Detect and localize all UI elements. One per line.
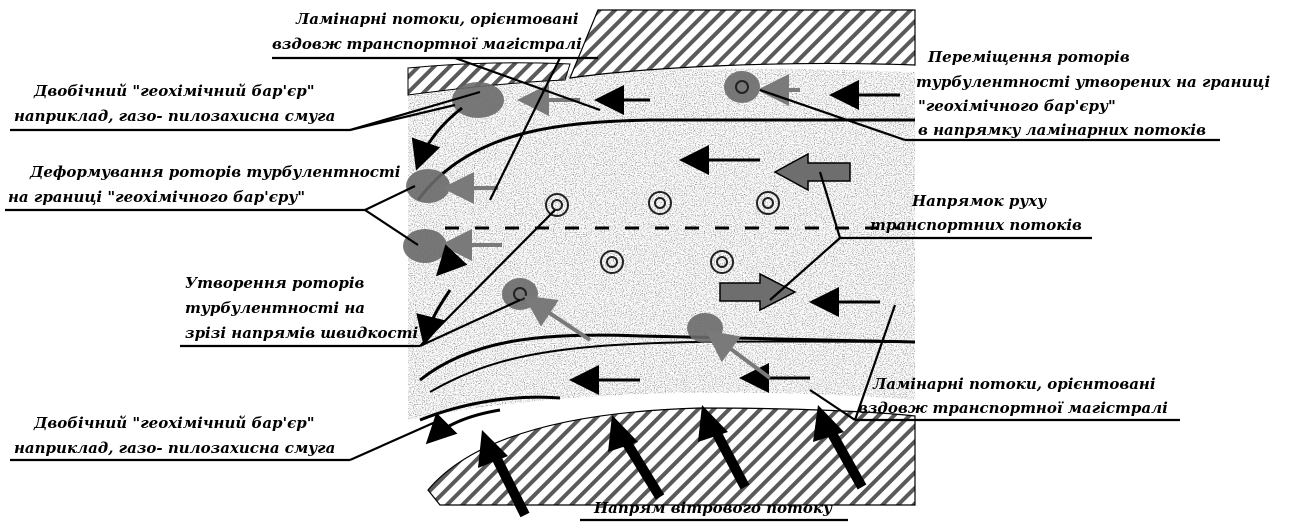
- label-laminar-top-1: Ламінарні потоки, орієнтовані: [295, 10, 579, 28]
- label-rotor-move-1: Переміщення роторів: [927, 48, 1130, 66]
- label-barrier-top-2: наприклад, газо- пилозахисна смуга: [14, 107, 335, 125]
- label-barrier-bot-2: наприклад, газо- пилозахисна смуга: [14, 439, 335, 457]
- label-deform-2: на границі "геохімічного бар'єру": [8, 188, 305, 206]
- label-rotor-form-1: Утворення роторів: [185, 274, 365, 292]
- label-rotor-form-3: зрізі напрямів швидкості: [185, 324, 418, 342]
- label-traffic-dir-2: транспортних потоків: [870, 216, 1082, 234]
- label-rotor-move-3: "геохімічного бар'єру": [918, 97, 1116, 115]
- top-barrier-hatch: [570, 10, 915, 78]
- label-barrier-bot-1: Двобічний "геохімічний бар'єр": [33, 414, 315, 432]
- label-rotor-form-2: турбулентності на: [185, 299, 365, 317]
- label-deform-1: Деформування роторів турбулентності: [29, 163, 401, 181]
- label-laminar-top-2: вздовж транспортної магістралі: [272, 35, 582, 53]
- label-barrier-top-1: Двобічний "геохімічний бар'єр": [33, 82, 315, 100]
- label-rotor-move-2: турбулентності утворених на границі: [916, 73, 1270, 91]
- label-traffic-dir-1: Напрямок руху: [911, 192, 1047, 210]
- label-laminar-bot-1: Ламінарні потоки, орієнтовані: [872, 375, 1156, 393]
- label-laminar-bot-2: вздовж транспортної магістралі: [858, 399, 1168, 417]
- label-wind-dir: Напрям вітрового потоку: [593, 499, 833, 517]
- label-rotor-move-4: в напрямку ламінарних потоків: [918, 121, 1206, 139]
